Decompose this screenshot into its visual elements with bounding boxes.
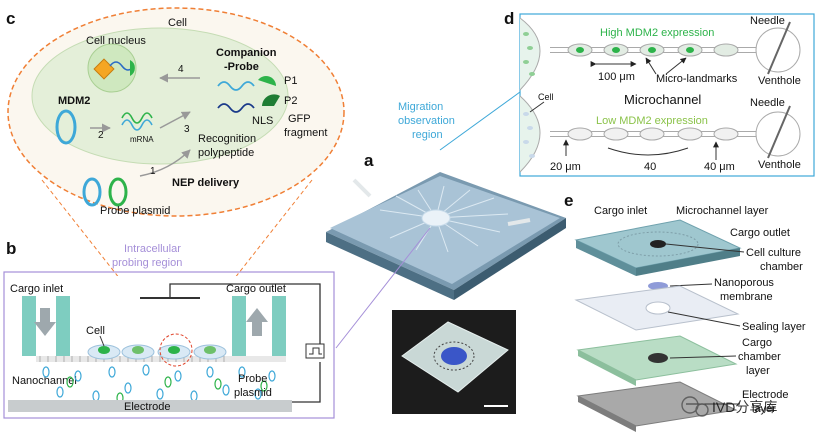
chip-center-well <box>421 209 451 227</box>
p2-label: P2 <box>284 95 297 107</box>
gfp-label-2: fragment <box>284 127 327 139</box>
panel-label-b: b <box>6 239 16 258</box>
panel-e: e Cargo inlet Microchannel layer Cargo o… <box>564 191 806 432</box>
watermark-text: IVD分享库 <box>712 399 777 415</box>
cell-nucleus-label: Cell nucleus <box>86 35 146 47</box>
micro-landmarks-label: Micro-landmarks <box>656 73 738 85</box>
nls-label: NLS <box>252 115 273 127</box>
venthole-top-label: Venthole <box>758 75 801 87</box>
step-3: 3 <box>184 124 190 135</box>
probe-p2-icon <box>217 94 280 113</box>
electrode-label: Electrode <box>124 401 170 413</box>
cells-row <box>87 344 227 360</box>
needle-bottom-icon <box>767 105 791 159</box>
cell-label: Cell <box>168 17 187 29</box>
venthole-bottom-label: Venthole <box>758 159 801 171</box>
cell-label-d: Cell <box>538 92 554 102</box>
gfp-label-1: GFP <box>288 113 311 125</box>
p1-label: P1 <box>284 75 297 87</box>
mrna-icon <box>121 112 153 124</box>
dim-20-label: 20 μm <box>550 161 581 173</box>
cell-culture-label-1: Cell culture <box>746 247 801 259</box>
pulse-icon <box>305 343 325 359</box>
probe-plasmid-icon-2 <box>108 177 128 207</box>
probe-plasmid-label-b-1: Probe <box>238 373 267 385</box>
recognition-label-1: Recognition <box>198 133 256 145</box>
microchannel-label: Microchannel <box>624 92 701 107</box>
recognition-label-2: polypeptide <box>198 147 254 159</box>
cargo-inlet-label: Cargo inlet <box>10 283 63 295</box>
dim-100-label: 100 μm <box>598 71 635 83</box>
dim-40b-label: 40 μm <box>704 161 735 173</box>
electrode-label-e-2: layer <box>752 403 776 415</box>
cargo-chamber-label-2: chamber <box>738 351 781 363</box>
panel-c: c Cell Cell nucleus Companion -Probe MDM… <box>6 7 345 217</box>
cargo-inlet-label-e: Cargo inlet <box>594 205 647 217</box>
dim-40a-label: 40 <box>644 161 656 173</box>
inlet-wall-right <box>56 296 70 356</box>
cell-culture-label-2: chamber <box>760 261 803 273</box>
panel-f: f <box>392 310 516 414</box>
nanoporous-label-1: Nanoporous <box>714 277 774 289</box>
nanochannel-label: Nanochannel <box>12 375 77 387</box>
probe-plasmid-icon-1 <box>82 177 102 207</box>
high-expression-label: High MDM2 expression <box>600 27 714 39</box>
inlet-arrow-icon <box>34 308 56 336</box>
step-1: 1 <box>150 166 156 177</box>
microchannel-layer-label: Microchannel layer <box>676 205 769 217</box>
migration-label-2: observation <box>398 115 455 127</box>
intracellular-label-2: probing region <box>112 257 182 269</box>
chip-top <box>330 176 560 284</box>
companion-probe-label-1: Companion <box>216 47 277 59</box>
probe-plasmid-label-b-2: plasmid <box>234 387 272 399</box>
nep-delivery-label: NEP delivery <box>172 177 240 189</box>
cell-label-b: Cell <box>86 325 105 337</box>
watermark: IVD分享库 <box>681 396 777 417</box>
panel-d: d High MDM2 expression Needle Venthole <box>504 9 815 177</box>
panel-label-c: c <box>6 9 15 28</box>
sealing-label: Sealing layer <box>742 321 806 333</box>
cargo-chamber-label-1: Cargo <box>742 337 772 349</box>
panel-label-e: e <box>564 191 573 210</box>
needle-bottom-label: Needle <box>750 97 785 109</box>
panel-a: a Migration observation region <box>326 91 566 349</box>
intracellular-label-1: Intracellular <box>124 243 181 255</box>
outlet-wall-right <box>272 296 286 356</box>
outlet-arrow-icon <box>246 308 268 336</box>
panel-label-a: a <box>364 151 374 170</box>
probe-plasmid-label: Probe plasmid <box>100 205 170 217</box>
electrode-label-e-1: Electrode <box>742 389 788 401</box>
migration-label-1: Migration <box>398 101 443 113</box>
mdm2-plasmid-icon <box>55 109 77 145</box>
cargo-outlet-label-e: Cargo outlet <box>730 227 790 239</box>
panel-label-d: d <box>504 9 514 28</box>
inlet-wall-left <box>22 296 36 356</box>
probe-p1-icon <box>217 76 276 91</box>
electrode-bar <box>8 400 292 412</box>
low-expression-label: Low MDM2 expression <box>596 115 708 127</box>
migration-label-3: region <box>412 129 443 141</box>
cell-nucleus-icon <box>87 43 137 93</box>
mdm2-label: MDM2 <box>58 95 90 107</box>
step-4: 4 <box>178 64 184 75</box>
nanochannel-membrane <box>36 356 286 362</box>
nanoporous-label-2: membrane <box>720 291 773 303</box>
cargo-outlet-label: Cargo outlet <box>226 283 286 295</box>
needle-top-icon <box>767 21 791 75</box>
companion-probe-label-2: -Probe <box>224 61 259 73</box>
mrna-label: mRNA <box>130 135 154 144</box>
step-2: 2 <box>98 130 104 141</box>
cargo-chamber-label-3: layer <box>746 365 770 377</box>
layer-electrode <box>576 381 738 427</box>
needle-top-label: Needle <box>750 15 785 27</box>
photo-blue-well <box>441 347 467 365</box>
outlet-wall-left <box>232 296 246 356</box>
panel-b: b Cargo inlet Cargo outlet <box>3 239 335 419</box>
